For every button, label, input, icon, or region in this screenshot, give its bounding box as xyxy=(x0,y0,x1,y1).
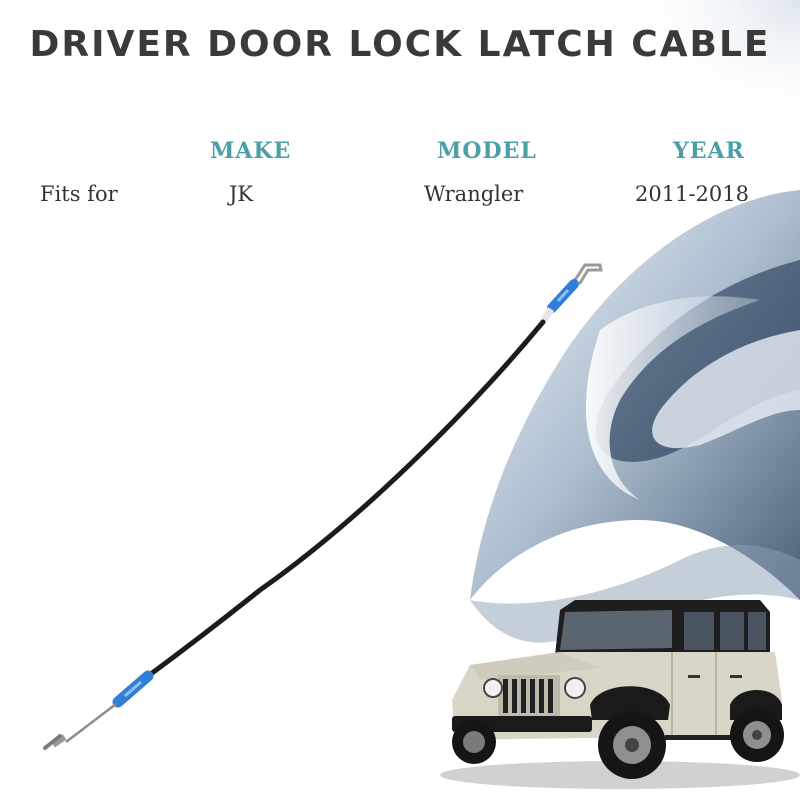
model-header: MODEL xyxy=(437,138,537,164)
fits-for-label: Fits for xyxy=(40,182,118,206)
year-value: 2011-2018 xyxy=(635,182,749,206)
make-header: MAKE xyxy=(210,138,292,164)
model-value: Wrangler xyxy=(424,182,524,206)
page-title: DRIVER DOOR LOCK LATCH CABLE xyxy=(29,24,771,65)
make-value: JK xyxy=(229,182,254,206)
year-header: YEAR xyxy=(673,138,745,164)
